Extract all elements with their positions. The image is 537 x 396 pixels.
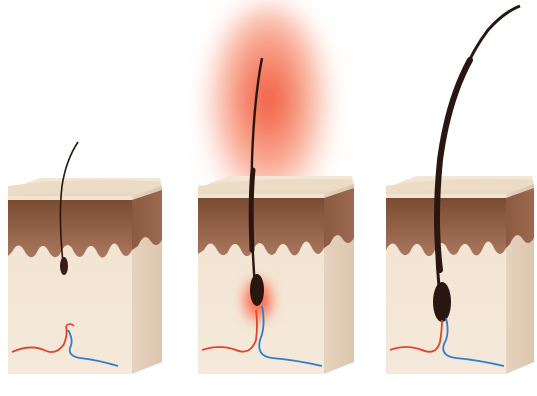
skin-block-stage-2	[198, 2, 354, 374]
skin-block-stage-1	[8, 142, 162, 374]
skin-block-stage-3	[386, 6, 534, 374]
